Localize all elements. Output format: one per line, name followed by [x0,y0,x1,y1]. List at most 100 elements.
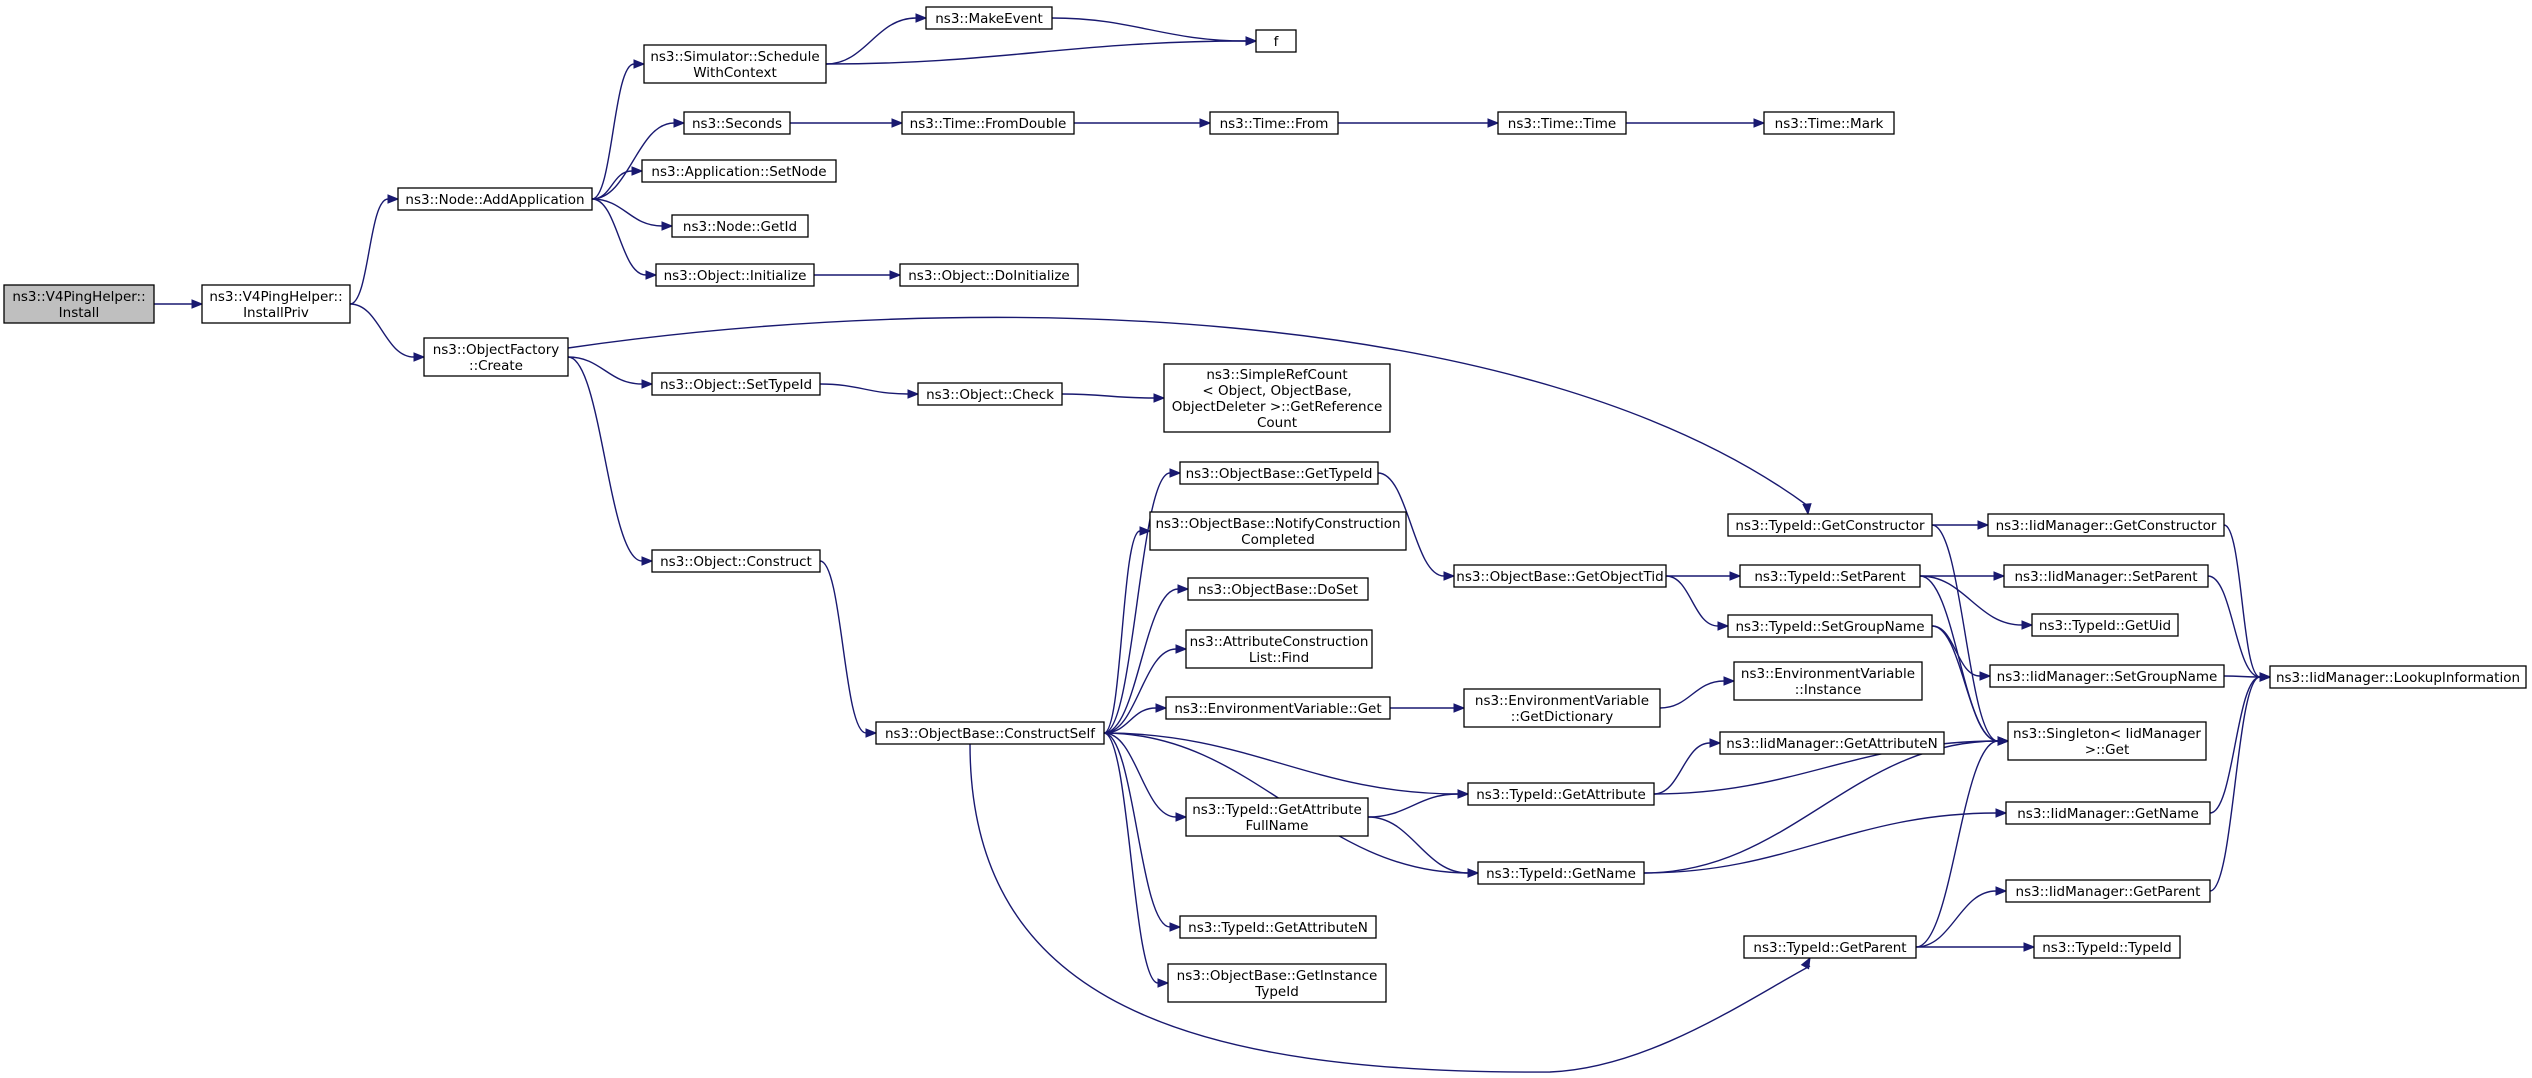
edge-get-attr-to-iid-get-attr-n [1653,738,1722,795]
node-type-id-ctor[interactable]: ns3::TypeId::TypeId [2033,935,2181,959]
node-get-constructor[interactable]: ns3::TypeId::GetConstructor [1727,513,1933,537]
node-add-app[interactable]: ns3::Node::AddApplication [397,187,593,211]
node-do-initialize[interactable]: ns3::Object::DoInitialize [899,263,1079,287]
edge-line [819,560,867,734]
node-do-set[interactable]: ns3::ObjectBase::DoSet [1187,577,1369,601]
node-box [1733,661,1923,701]
node-label-line: ns3::IidManager::SetGroupName [1997,669,2218,685]
edge-line [1103,732,1177,818]
node-box [1463,688,1661,728]
node-get-name[interactable]: ns3::TypeId::GetName [1477,861,1645,885]
node-install[interactable]: ns3::V4PingHelper::Install [3,284,155,324]
edge-line [1919,575,2023,626]
edge-line [591,63,635,200]
edge-set-parent-to-iid-set-parent [1920,571,2006,581]
node-install-priv[interactable]: ns3::V4PingHelper::InstallPriv [201,284,351,324]
node-box [1163,363,1391,433]
edge-get-name-to-iid-get-name [1643,808,2008,874]
node-of-create[interactable]: ns3::ObjectFactory::Create [423,337,569,377]
node-box [651,372,821,396]
node-iid-get-parent[interactable]: ns3::IidManager::GetParent [2005,879,2211,903]
edge-line [591,170,633,200]
node-env-instance[interactable]: ns3::EnvironmentVariable::Instance [1733,661,1923,701]
node-get-parent[interactable]: ns3::TypeId::GetParent [1743,935,1917,959]
node-label-line: ns3::TypeId::SetParent [1754,569,1905,585]
node-time-time[interactable]: ns3::Time::Time [1497,111,1627,135]
edge-arrowhead [865,728,878,738]
node-notify-constr[interactable]: ns3::ObjectBase::NotifyConstructionCompl… [1149,511,1407,551]
node-set-group-name[interactable]: ns3::TypeId::SetGroupName [1727,614,1933,638]
edge-initialize-to-do-initialize [813,270,902,280]
edge-arrowhead [413,352,426,362]
node-box [3,284,155,324]
edge-get-attr-full-to-get-name [1367,816,1480,878]
edge-construct-to-construct-self [819,560,878,738]
edge-of-create-to-set-type-id [567,356,654,389]
node-time-from[interactable]: ns3::Time::From [1209,111,1339,135]
node-make-event[interactable]: ns3::MakeEvent [925,6,1053,30]
node-initialize[interactable]: ns3::Object::Initialize [655,263,815,287]
node-construct-self[interactable]: ns3::ObjectBase::ConstructSelf [875,721,1105,745]
node-box [1167,963,1387,1003]
node-box [1719,731,1945,755]
node-set-type-id[interactable]: ns3::Object::SetTypeId [651,372,821,396]
node-construct[interactable]: ns3::Object::Construct [651,549,821,573]
node-env-dict[interactable]: ns3::EnvironmentVariable::GetDictionary [1463,688,1661,728]
node-singleton-get[interactable]: ns3::Singleton< IidManager>::Get [2007,721,2207,761]
edge-add-app-to-set-node [591,166,644,200]
node-iid-set-group-name[interactable]: ns3::IidManager::SetGroupName [1989,664,2225,688]
node-iid-get-constructor[interactable]: ns3::IidManager::GetConstructor [1987,513,2225,537]
node-set-parent[interactable]: ns3::TypeId::SetParent [1739,564,1921,588]
node-box [1255,29,1297,53]
node-label-line: ns3::V4PingHelper:: [12,289,145,305]
node-box [2269,665,2527,689]
node-time-mark[interactable]: ns3::Time::Mark [1763,111,1895,135]
node-label-line: ns3::Time::From [1220,116,1329,132]
edge-line [1931,524,1999,742]
node-label-line: ns3::Time::FromDouble [910,116,1067,132]
node-label-line: ns3::IidManager::GetName [2017,806,2199,822]
node-iid-set-parent[interactable]: ns3::IidManager::SetParent [2003,564,2209,588]
node-get-obj-tid[interactable]: ns3::ObjectBase::GetObjectTid [1453,564,1667,588]
node-box [651,549,821,573]
node-seconds[interactable]: ns3::Seconds [683,111,791,135]
edge-line [1665,575,1719,627]
node-label-line: >::Get [2085,742,2129,758]
edge-line [1659,680,1725,709]
node-set-node[interactable]: ns3::Application::SetNode [641,159,837,183]
node-ob-get-type-id[interactable]: ns3::ObjectBase::GetTypeId [1179,461,1379,485]
node-iid-get-attr-n[interactable]: ns3::IidManager::GetAttributeN [1719,731,1945,755]
node-env-get[interactable]: ns3::EnvironmentVariable::Get [1165,696,1391,720]
node-f[interactable]: f [1255,29,1297,53]
node-label-line: ns3::TypeId::GetAttribute [1476,787,1646,803]
node-get-id[interactable]: ns3::Node::GetId [671,214,809,238]
node-lookup-info[interactable]: ns3::IidManager::LookupInformation [2269,665,2527,689]
edge-of-create-to-construct [567,356,654,566]
edge-get-parent-to-type-id-ctor [1916,942,2036,952]
node-from-double[interactable]: ns3::Time::FromDouble [901,111,1075,135]
node-box [1149,511,1407,551]
edge-arrowhead [1709,738,1722,748]
node-label-line: ns3::TypeId::GetUid [2039,618,2171,634]
node-box [2003,564,2209,588]
edge-line [1103,588,1179,734]
edge-time-from-to-time-time [1338,118,1500,128]
edge-time-time-to-time-mark [1626,118,1766,128]
node-get-uid[interactable]: ns3::TypeId::GetUid [2031,613,2179,637]
node-label-line: FullName [1246,818,1309,834]
node-label-line: ns3::Object::Construct [660,554,812,570]
node-box [1187,577,1369,601]
node-get-attr-n[interactable]: ns3::TypeId::GetAttributeN [1179,915,1377,939]
edge-arrowhead [1157,978,1170,988]
node-get-attr[interactable]: ns3::TypeId::GetAttribute [1467,782,1655,806]
edge-arrowhead [673,118,686,128]
node-ref-count[interactable]: ns3::SimpleRefCount< Object, ObjectBase,… [1163,363,1391,433]
edge-line [1653,740,1999,795]
node-iid-get-name[interactable]: ns3::IidManager::GetName [2005,801,2211,825]
node-obj-check[interactable]: ns3::Object::Check [917,382,1063,406]
node-label-line: ns3::Singleton< IidManager [2013,726,2201,742]
